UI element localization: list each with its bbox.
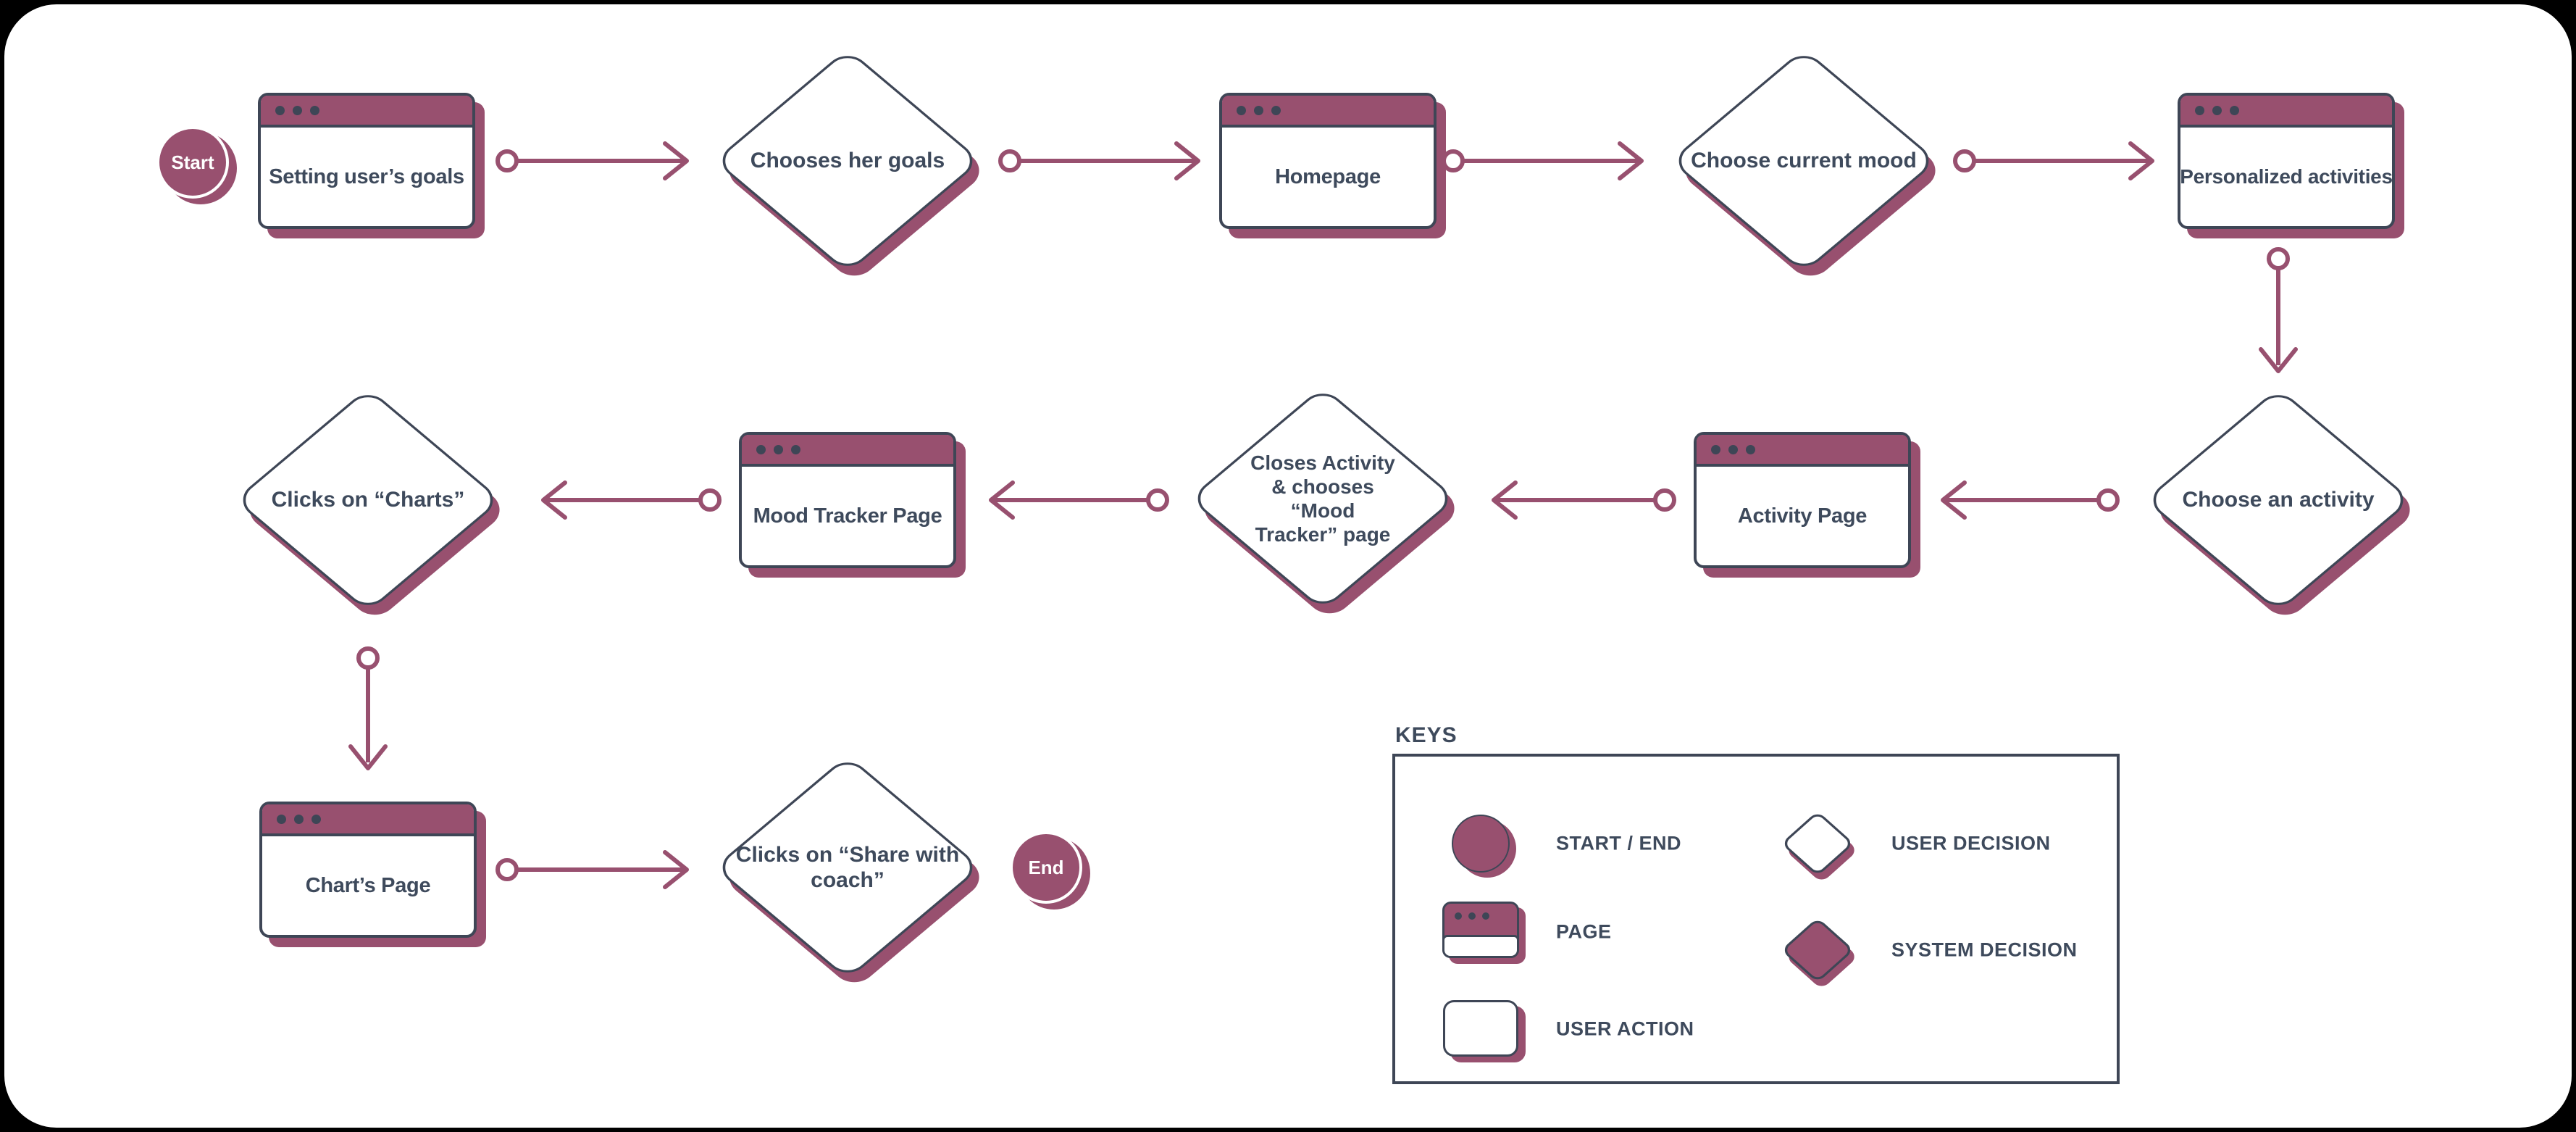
legend-page-body (1442, 935, 1519, 958)
window-dot-icon (1254, 105, 1263, 115)
end-circle: End (1010, 831, 1082, 904)
window-body: Activity Page (1697, 467, 1908, 565)
window-body: Homepage (1222, 128, 1434, 226)
connector-homepage-to-choose-mood (1442, 141, 1644, 180)
window-dot-icon (277, 814, 286, 824)
legend-circle (1452, 815, 1510, 873)
flow-node-personalized-activities: Personalized activities (2178, 93, 2395, 229)
node-label: Personalized activities (2180, 165, 2393, 188)
connector-mood-tracker-to-clicks-charts (541, 480, 722, 520)
window-dot-icon (791, 444, 800, 454)
legend-page-icon (1442, 902, 1519, 958)
window-title-bar (262, 804, 474, 836)
window-dot-icon (2195, 105, 2204, 115)
legend-user-decision-icon (1781, 807, 1854, 880)
keys-legend: START / END PAGE USER ACTION USER DECISI… (1392, 754, 2120, 1084)
window-dot-icon (1468, 912, 1476, 920)
flow-node-end: End (1010, 831, 1090, 910)
legend-user-decision-label: USER DECISION (1891, 832, 2051, 854)
node-label: Mood Tracker Page (753, 504, 942, 528)
window-body: Chart’s Page (262, 836, 474, 935)
connector-choose-activity-to-activity-page (1941, 480, 2120, 520)
window-dot-icon (1271, 105, 1281, 115)
connector-personalized-activities-to-choose-activity (2259, 247, 2298, 373)
legend-system-decision-label: SYSTEM DECISION (1891, 939, 2078, 961)
connector-choose-mood-to-personalized-activities (1953, 141, 2154, 180)
flow-node-chooses-goals: Chooses her goals (713, 48, 982, 274)
node-label: Setting user’s goals (269, 165, 464, 188)
node-label: Clicks on “Charts” (271, 488, 465, 512)
node-label: Homepage (1275, 165, 1381, 188)
node-label: Activity Page (1737, 504, 1868, 528)
window-dot-icon (756, 444, 766, 454)
window-dots (1444, 904, 1517, 920)
window-dot-icon (1728, 444, 1738, 454)
legend-user-action-icon (1443, 1000, 1518, 1057)
window-dot-icon (1746, 444, 1755, 454)
legend-start-end-label: START / END (1556, 832, 1681, 854)
node-label: Choose an activity (2182, 488, 2375, 512)
window-title-bar (742, 435, 953, 467)
flow-node-clicks-share: Clicks on “Share with coach” (713, 754, 982, 981)
node-label: Chooses her goals (750, 149, 945, 173)
window-dot-icon (294, 814, 304, 824)
window-dot-icon (310, 105, 319, 115)
legend-diamond-shape (1781, 917, 1854, 983)
legend-start-end-icon (1452, 815, 1516, 878)
connector-clicks-charts-to-charts-page (348, 646, 388, 770)
node-label: Closes Activity & chooses “Mood Tracker”… (1250, 451, 1395, 546)
window-body: Personalized activities (2180, 128, 2393, 226)
flow-node-clicks-charts: Clicks on “Charts” (233, 387, 503, 613)
connector-chooses-goals-to-homepage (998, 141, 1200, 180)
window-body: Setting user’s goals (261, 128, 472, 226)
window-dot-icon (311, 814, 321, 824)
connector-closes-activity-to-mood-tracker (989, 480, 1169, 520)
window-title-bar (1697, 435, 1908, 467)
window-body: Mood Tracker Page (742, 467, 953, 565)
flow-node-choose-mood: Choose current mood (1669, 48, 1939, 274)
node-label: Clicks on “Share with coach” (735, 842, 960, 892)
start-circle: Start (156, 126, 229, 199)
window-title-bar (261, 96, 472, 128)
window-dot-icon (774, 444, 783, 454)
window-dot-icon (1482, 912, 1489, 920)
flow-node-charts-page: Chart’s Page (259, 802, 477, 938)
window-dot-icon (1237, 105, 1246, 115)
flow-node-choose-activity: Choose an activity (2144, 387, 2413, 613)
end-label: End (1028, 856, 1064, 878)
window-dot-icon (1711, 444, 1720, 454)
window-dot-icon (2230, 105, 2239, 115)
window-dot-icon (1455, 912, 1462, 920)
window-dot-icon (2212, 105, 2222, 115)
node-label: Choose current mood (1691, 149, 1917, 173)
node-label: Chart’s Page (305, 873, 431, 897)
start-label: Start (171, 151, 214, 173)
window-title-bar (2180, 96, 2392, 128)
flow-node-mood-tracker: Mood Tracker Page (739, 432, 956, 568)
connector-setting-goals-to-chooses-goals (495, 141, 689, 180)
connector-activity-page-to-closes-activity (1492, 480, 1676, 520)
legend-user-action-label: USER ACTION (1556, 1017, 1694, 1040)
flow-node-closes-activity: Closes Activity & chooses “Mood Tracker”… (1188, 386, 1458, 612)
window-dot-icon (293, 105, 302, 115)
connector-charts-page-to-clicks-share (495, 850, 689, 889)
window-title-bar (1222, 96, 1434, 128)
legend-diamond-shape (1781, 810, 1854, 877)
legend-system-decision-icon (1781, 914, 1854, 986)
flow-node-setting-goals: Setting user’s goals (258, 93, 475, 229)
flow-node-homepage: Homepage (1219, 93, 1437, 229)
flow-node-activity-page: Activity Page (1694, 432, 1911, 568)
legend-page-label: PAGE (1556, 920, 1612, 943)
keys-title: KEYS (1395, 723, 1458, 747)
flow-node-start: Start (156, 126, 237, 204)
window-dot-icon (275, 105, 285, 115)
